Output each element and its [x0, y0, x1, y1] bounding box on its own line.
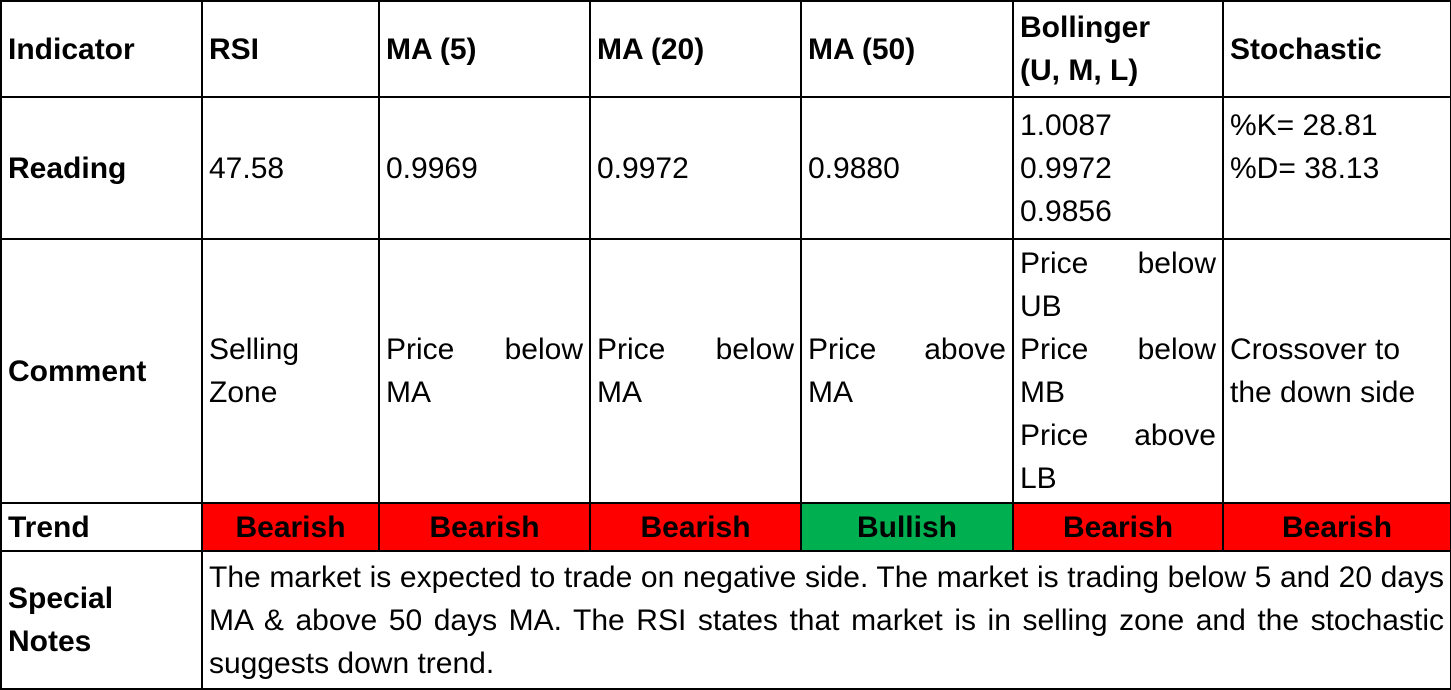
bollinger-comment-upper: Price below UB — [1020, 247, 1216, 323]
rsi-header-cell: RSI — [201, 0, 380, 98]
ma50-trend-cell: Bullish — [800, 502, 1014, 552]
special-notes-label-line2: Notes — [8, 625, 92, 658]
comment-label-cell: Comment — [0, 238, 203, 504]
indicator-header-cell: Indicator — [0, 0, 203, 98]
stochastic-comment-cell: Crossover to the down side — [1222, 238, 1451, 504]
bollinger-upper-value: 1.0087 — [1020, 108, 1112, 142]
stochastic-k-value: %K= 28.81 — [1230, 109, 1378, 142]
bollinger-header-cell: Bollinger (U, M, L) — [1012, 0, 1224, 98]
stochastic-header-cell: Stochastic — [1222, 0, 1451, 98]
bollinger-middle-value: 0.9972 — [1020, 151, 1112, 185]
ma50-header-cell: MA (50) — [800, 0, 1014, 98]
bollinger-reading-cell: 1.0087 0.9972 0.9856 — [1012, 96, 1224, 240]
bollinger-header-line2: (U, M, L) — [1020, 54, 1139, 87]
special-notes-text: The market is expected to trade on negat… — [201, 550, 1451, 690]
ma5-trend-cell: Bearish — [378, 502, 591, 552]
comment-row: Comment Selling Zone Price below MA Pric… — [0, 238, 1451, 504]
header-row: Indicator RSI MA (5) MA (20) MA (50) Bol… — [0, 0, 1451, 98]
ma5-header-cell: MA (5) — [378, 0, 591, 98]
bollinger-header-line1: Bollinger — [1020, 11, 1151, 44]
stochastic-trend-cell: Bearish — [1222, 502, 1451, 552]
rsi-trend-cell: Bearish — [201, 502, 380, 552]
bollinger-trend-cell: Bearish — [1012, 502, 1224, 552]
special-notes-label-cell: Special Notes — [0, 550, 203, 690]
stochastic-reading-cell: %K= 28.81 %D= 38.13 — [1222, 96, 1451, 240]
ma50-comment-cell: Price above MA — [800, 238, 1014, 504]
ma5-comment-cell: Price below MA — [378, 238, 591, 504]
bollinger-comment-cell: Price below UB Price below MB Price abov… — [1012, 238, 1224, 504]
ma20-header-cell: MA (20) — [589, 0, 802, 98]
special-notes-label-line1: Special — [8, 582, 114, 615]
bollinger-comment-lower: Price above LB — [1020, 419, 1216, 495]
ma5-reading-cell: 0.9969 — [378, 96, 591, 240]
trend-label-cell: Trend — [0, 502, 203, 552]
reading-row: Reading 47.58 0.9969 0.9972 0.9880 1.008… — [0, 96, 1451, 240]
trend-row: Trend Bearish Bearish Bearish Bullish Be… — [0, 502, 1451, 552]
ma20-reading-cell: 0.9972 — [589, 96, 802, 240]
ma20-comment-cell: Price below MA — [589, 238, 802, 504]
ma20-trend-cell: Bearish — [589, 502, 802, 552]
reading-label-cell: Reading — [0, 96, 203, 240]
special-notes-row: Special Notes The market is expected to … — [0, 550, 1451, 690]
stochastic-d-value: %D= 38.13 — [1230, 152, 1380, 185]
ma50-reading-cell: 0.9880 — [800, 96, 1014, 240]
bollinger-lower-value: 0.9856 — [1020, 194, 1112, 228]
rsi-reading-cell: 47.58 — [201, 96, 380, 240]
bollinger-comment-middle: Price below MB — [1020, 333, 1216, 409]
rsi-comment-cell: Selling Zone — [201, 238, 380, 504]
